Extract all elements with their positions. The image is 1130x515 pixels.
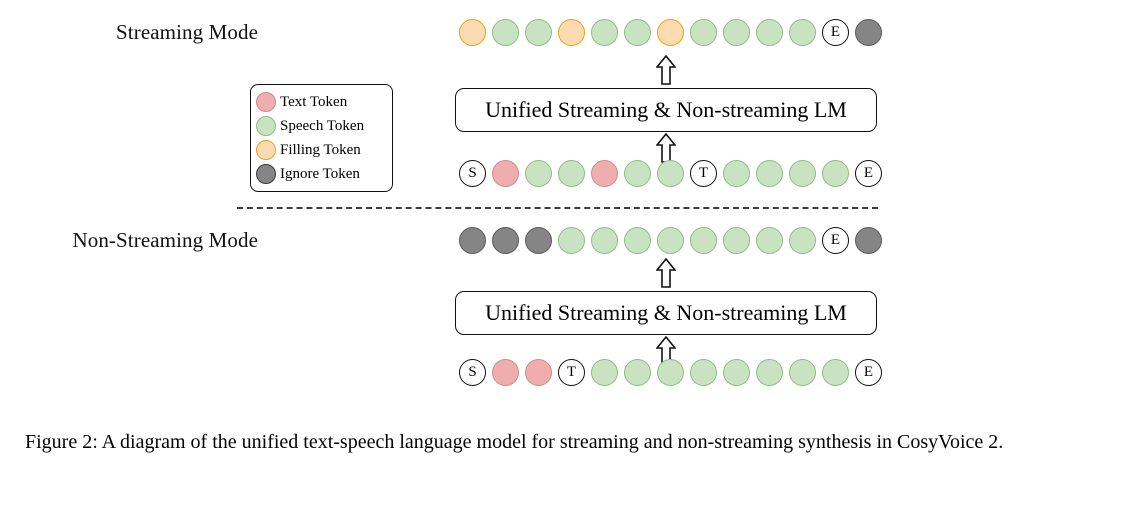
non-streaming-output-token-speech [723, 227, 750, 254]
streaming-input-token-speech [756, 160, 783, 187]
non-streaming-mode-label: Non-Streaming Mode [72, 228, 258, 252]
non-streaming-output-token-ignore [525, 227, 552, 254]
streaming-input-token-text [591, 160, 618, 187]
non-streaming-input-token-speech [756, 359, 783, 386]
legend-item-label: Speech Token [280, 117, 365, 134]
streaming-output-token-speech [591, 19, 618, 46]
legend-item-filling: Filling Token [256, 138, 386, 162]
non-streaming-input-token-marker: T [558, 359, 585, 386]
non-streaming-output-arrow-icon [656, 258, 676, 288]
legend-item-text: Text Token [256, 90, 386, 114]
legend-item-ignore: Ignore Token [256, 162, 386, 186]
streaming-input-token-speech [525, 160, 552, 187]
text-token-swatch-icon [256, 92, 276, 112]
streaming-output-arrow-icon [656, 55, 676, 85]
non-streaming-lm-label: Unified Streaming & Non-streaming LM [485, 300, 847, 325]
streaming-output-token-speech [690, 19, 717, 46]
streaming-mode-label: Streaming Mode [116, 20, 258, 44]
non-streaming-input-token-speech [624, 359, 651, 386]
non-streaming-output-token-speech [690, 227, 717, 254]
non-streaming-input-token-speech [591, 359, 618, 386]
token-glyph: S [468, 364, 477, 380]
non-streaming-output-token-speech [591, 227, 618, 254]
non-streaming-output-token-speech [558, 227, 585, 254]
streaming-output-token-row: E [459, 19, 882, 46]
non-streaming-output-token-ignore [492, 227, 519, 254]
streaming-output-token-speech [492, 19, 519, 46]
non-streaming-input-token-text [525, 359, 552, 386]
legend-item-label: Ignore Token [280, 165, 360, 182]
streaming-lm-box: Unified Streaming & Non-streaming LM [455, 88, 877, 132]
non-streaming-output-token-row: E [459, 227, 882, 254]
streaming-input-token-marker: T [690, 160, 717, 187]
streaming-output-token-filling [657, 19, 684, 46]
streaming-output-token-speech [756, 19, 783, 46]
non-streaming-output-token-speech [624, 227, 651, 254]
non-streaming-input-token-speech [822, 359, 849, 386]
non-streaming-output-token-marker: E [822, 227, 849, 254]
legend-item-label: Text Token [280, 93, 348, 110]
non-streaming-output-token-speech [789, 227, 816, 254]
token-glyph: E [863, 364, 874, 380]
filling-token-swatch-icon [256, 140, 276, 160]
non-streaming-input-token-text [492, 359, 519, 386]
non-streaming-input-token-speech [723, 359, 750, 386]
streaming-input-arrow-icon [656, 133, 676, 163]
streaming-output-token-filling [558, 19, 585, 46]
streaming-input-token-speech [657, 160, 684, 187]
token-glyph: E [830, 24, 841, 40]
streaming-lm-label: Unified Streaming & Non-streaming LM [485, 97, 847, 122]
non-streaming-input-token-speech [657, 359, 684, 386]
figure-caption: Figure 2: A diagram of the unified text-… [25, 431, 1004, 453]
streaming-output-token-speech [789, 19, 816, 46]
non-streaming-input-token-marker: E [855, 359, 882, 386]
token-glyph: E [863, 165, 874, 181]
streaming-output-token-marker: E [822, 19, 849, 46]
streaming-input-token-speech [822, 160, 849, 187]
streaming-input-token-marker: E [855, 160, 882, 187]
streaming-output-token-ignore [855, 19, 882, 46]
streaming-input-token-speech [558, 160, 585, 187]
speech-token-swatch-icon [256, 116, 276, 136]
streaming-input-token-speech [789, 160, 816, 187]
streaming-output-token-speech [624, 19, 651, 46]
token-glyph: T [698, 165, 709, 181]
token-glyph: S [468, 165, 477, 181]
non-streaming-input-token-speech [690, 359, 717, 386]
token-glyph: E [830, 232, 841, 248]
streaming-input-token-marker: S [459, 160, 486, 187]
streaming-output-token-speech [525, 19, 552, 46]
streaming-output-token-speech [723, 19, 750, 46]
non-streaming-output-token-ignore [855, 227, 882, 254]
ignore-token-swatch-icon [256, 164, 276, 184]
non-streaming-input-token-marker: S [459, 359, 486, 386]
non-streaming-output-token-speech [756, 227, 783, 254]
non-streaming-output-token-speech [657, 227, 684, 254]
legend-item-label: Filling Token [280, 141, 361, 158]
streaming-input-token-speech [723, 160, 750, 187]
mode-divider [237, 207, 878, 209]
streaming-input-token-speech [624, 160, 651, 187]
non-streaming-output-token-ignore [459, 227, 486, 254]
token-glyph: T [566, 364, 577, 380]
legend-item-speech: Speech Token [256, 114, 386, 138]
streaming-output-token-filling [459, 19, 486, 46]
streaming-input-token-text [492, 160, 519, 187]
non-streaming-input-token-speech [789, 359, 816, 386]
non-streaming-lm-box: Unified Streaming & Non-streaming LM [455, 291, 877, 335]
